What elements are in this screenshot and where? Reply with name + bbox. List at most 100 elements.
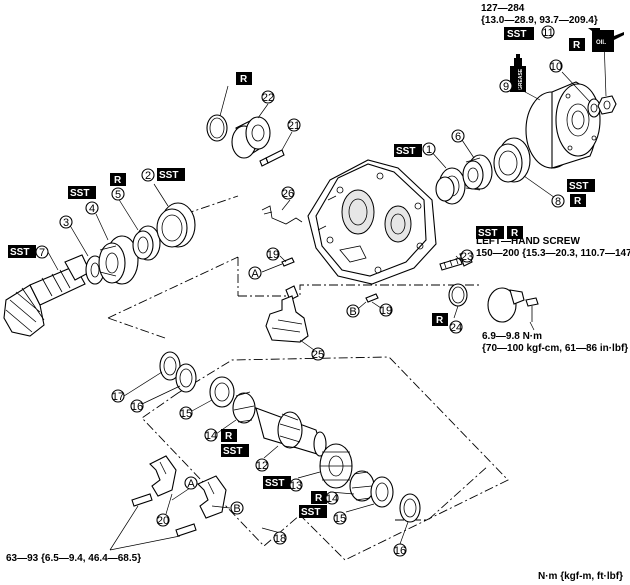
outer-race-8 [493,137,531,183]
tag-r-8: R [570,194,586,207]
callout-2: 2 [141,168,155,182]
callout-15b: 15 [333,511,347,525]
tag-r-14a: R [221,429,237,442]
screw-note: LEFT—HAND SCREW [476,236,580,247]
svg-text:11: 11 [542,27,553,39]
differential-shaft-12 [255,407,327,457]
svg-text:B: B [233,503,240,515]
tag-r-24: R [432,313,448,326]
tag-sst-2: SST [157,168,185,181]
ref-mark-a1: A [248,266,262,280]
cap-bolt-a [131,493,153,507]
dashed-leader-right [395,465,489,521]
cap-bolt-b [175,523,197,537]
bearing-14a [232,391,256,424]
svg-text:14: 14 [205,430,217,442]
callout-8: 8 [551,194,565,208]
svg-text:20: 20 [157,515,169,527]
callout-23: 23 [460,249,474,263]
svg-text:B: B [349,306,356,318]
svg-text:25: 25 [312,349,324,361]
callout-19a: 19 [266,247,280,261]
callout-14a: 14 [204,428,218,442]
tag-r-5: R [110,173,126,186]
oil-label: OIL [596,40,606,46]
svg-text:15: 15 [334,513,346,525]
svg-text:10: 10 [550,61,562,73]
dashed-leader-left [107,317,166,339]
callout-22: 22 [261,90,275,104]
lock-nut-11 [597,95,617,115]
svg-text:16: 16 [131,401,143,413]
callout-16a: 16 [130,399,144,413]
svg-text:12: 12 [256,460,268,472]
bolt-6-9 [525,297,539,322]
leader-lines [47,39,607,551]
callout-26: 26 [281,186,295,200]
bearing-cap-20a [149,455,177,497]
units-legend: N·m {kgf-m, ft·lbf} [538,571,623,582]
tag-r-22: R [236,72,252,85]
bolt-torque-line1: 6.9—9.8 N·m [482,331,542,342]
washer-10 [587,98,601,118]
seal-16b [399,493,421,523]
o-ring-24 [448,283,468,307]
svg-text:SST: SST [159,170,178,181]
svg-text:8: 8 [555,196,561,208]
svg-text:2: 2 [145,170,151,182]
svg-text:SST: SST [396,146,415,157]
tag-sst-4: SST [68,186,96,199]
callout-24: 24 [449,320,463,334]
tag-sst-14b: SST [299,505,327,518]
callout-4: 4 [85,201,99,215]
dashed-leader-bearing [184,195,239,215]
svg-text:9: 9 [503,81,509,93]
callout-20: 20 [156,513,170,527]
svg-text:A: A [187,478,195,490]
callout-21: 21 [287,118,301,132]
svg-text:R: R [511,228,519,239]
svg-text:26: 26 [282,188,294,200]
callout-11: 11 [541,25,555,39]
svg-text:SST: SST [507,29,526,40]
pin-21 [259,149,285,167]
callout-14b: 14 [325,491,339,505]
svg-text:16: 16 [394,545,406,557]
bracket-26 [261,205,303,225]
bearing-6 [462,154,493,191]
ref-mark-a2: A [184,476,198,490]
race-15b [370,476,394,508]
svg-text:A: A [251,268,259,280]
bolt-torque-line2: {70—100 kgf-cm, 61—86 in·lbf} [482,343,628,354]
svg-text:SST: SST [569,181,588,192]
bolt-19a [281,257,295,267]
nut-torque-line2: {13.0—28.9, 93.7—209.4} [481,15,598,26]
callout-1: 1 [422,142,436,156]
callout-19b: 19 [379,303,393,317]
svg-text:1: 1 [426,144,432,156]
tag-sst-7: SST [8,245,36,258]
grease-label: GREASE [518,68,524,90]
bearing-cap-20b [197,475,227,519]
dashed-leader-upper [107,256,480,319]
svg-text:3: 3 [63,217,69,229]
o-ring-22 [206,114,228,142]
callout-17: 17 [111,389,125,403]
svg-text:SST: SST [301,507,320,518]
svg-text:R: R [573,40,581,51]
callout-12: 12 [255,458,269,472]
tag-r-23: R [507,226,523,239]
svg-text:19: 19 [380,305,392,317]
seal-16a [175,363,197,393]
callout-3: 3 [59,215,73,229]
tag-sst-1: SST [394,144,422,157]
tag-sst-14a: SST [221,444,249,457]
svg-text:SST: SST [70,188,89,199]
svg-text:R: R [240,74,248,85]
tag-sst-13: SST [263,476,291,489]
svg-text:SST: SST [223,446,242,457]
oil-can-icon: OIL [588,28,624,52]
tag-sst-23: SST [476,226,504,239]
